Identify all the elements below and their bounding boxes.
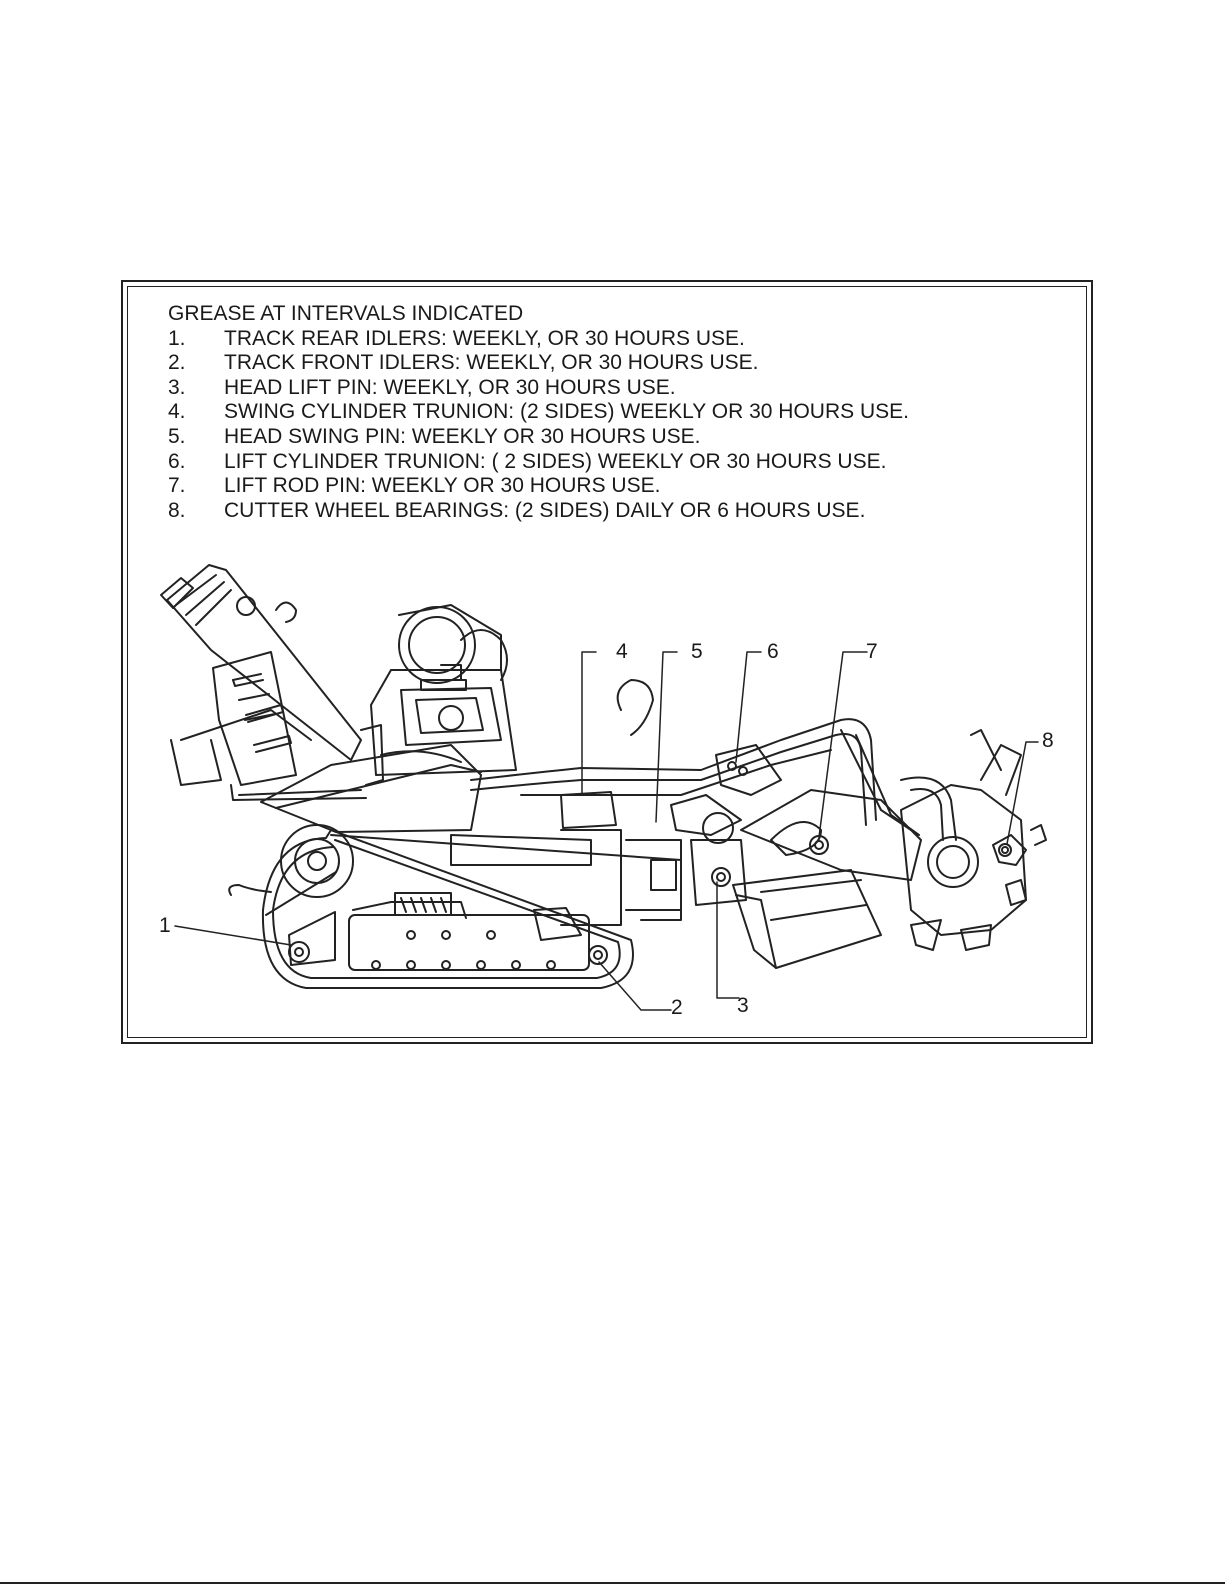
step-1: 1. TRACK REAR IDLERS: WEEKLY, OR 30 HOUR… xyxy=(168,327,1068,352)
step-number: 8. xyxy=(168,498,186,522)
step-5: 5. HEAD SWING PIN: WEEKLY OR 30 HOURS US… xyxy=(168,425,1068,450)
step-2: 2. TRACK FRONT IDLERS: WEEKLY, OR 30 HOU… xyxy=(168,351,1068,376)
callout-leaders xyxy=(174,651,1039,1011)
callout-8: 8 xyxy=(1042,729,1054,752)
step-text: CUTTER WHEEL BEARINGS: (2 SIDES) DAILY O… xyxy=(224,498,866,522)
callout-2: 2 xyxy=(671,996,683,1019)
step-text: LIFT ROD PIN: WEEKLY OR 30 HOURS USE. xyxy=(224,474,661,498)
callout-4: 4 xyxy=(616,640,628,663)
step-number: 7. xyxy=(168,474,186,498)
control-tower xyxy=(160,564,367,801)
cutter-arm xyxy=(732,789,922,969)
callout-1: 1 xyxy=(159,914,171,937)
instructions-heading: GREASE AT INTERVALS INDICATED xyxy=(168,302,524,325)
step-4: 4. SWING CYLINDER TRUNION: (2 SIDES) WEE… xyxy=(168,400,1068,425)
step-text: SWING CYLINDER TRUNION: (2 SIDES) WEEKLY… xyxy=(224,400,909,424)
page-bottom-rule xyxy=(0,1582,1225,1584)
step-text: HEAD SWING PIN: WEEKLY OR 30 HOURS USE. xyxy=(224,424,701,448)
grease-instructions: GREASE AT INTERVALS INDICATED 1. TRACK R… xyxy=(168,302,1068,523)
step-6: 6. LIFT CYLINDER TRUNION: ( 2 SIDES) WEE… xyxy=(168,450,1068,475)
callout-3: 3 xyxy=(737,994,749,1017)
callout-5: 5 xyxy=(691,640,703,663)
step-number: 5. xyxy=(168,424,186,448)
diagram-frame xyxy=(121,280,1093,1044)
track-assembly xyxy=(228,824,634,989)
step-text: HEAD LIFT PIN: WEEKLY, OR 30 HOURS USE. xyxy=(224,375,676,399)
step-number: 4. xyxy=(168,400,186,424)
step-number: 3. xyxy=(168,375,186,399)
step-7: 7. LIFT ROD PIN: WEEKLY OR 30 HOURS USE. xyxy=(168,474,1068,499)
step-text: TRACK FRONT IDLERS: WEEKLY, OR 30 HOURS … xyxy=(224,351,759,375)
step-3: 3. HEAD LIFT PIN: WEEKLY, OR 30 HOURS US… xyxy=(168,376,1068,401)
stump-grinder-drawing xyxy=(160,564,1047,1011)
callout-6: 6 xyxy=(767,640,779,663)
step-text: LIFT CYLINDER TRUNION: ( 2 SIDES) WEEKLY… xyxy=(224,449,887,473)
step-text: TRACK REAR IDLERS: WEEKLY, OR 30 HOURS U… xyxy=(224,326,745,350)
pivot-assembly xyxy=(560,744,782,906)
step-8: 8. CUTTER WHEEL BEARINGS: (2 SIDES) DAIL… xyxy=(168,499,1068,524)
machine-frame xyxy=(260,744,682,926)
engine xyxy=(360,604,517,786)
machine-diagram xyxy=(121,540,1093,1040)
step-number: 2. xyxy=(168,351,186,375)
diagram-frame-inner xyxy=(127,286,1087,1038)
cutter-wheel xyxy=(900,729,1047,951)
step-number: 1. xyxy=(168,326,186,350)
callout-7: 7 xyxy=(866,640,878,663)
step-number: 6. xyxy=(168,449,186,473)
